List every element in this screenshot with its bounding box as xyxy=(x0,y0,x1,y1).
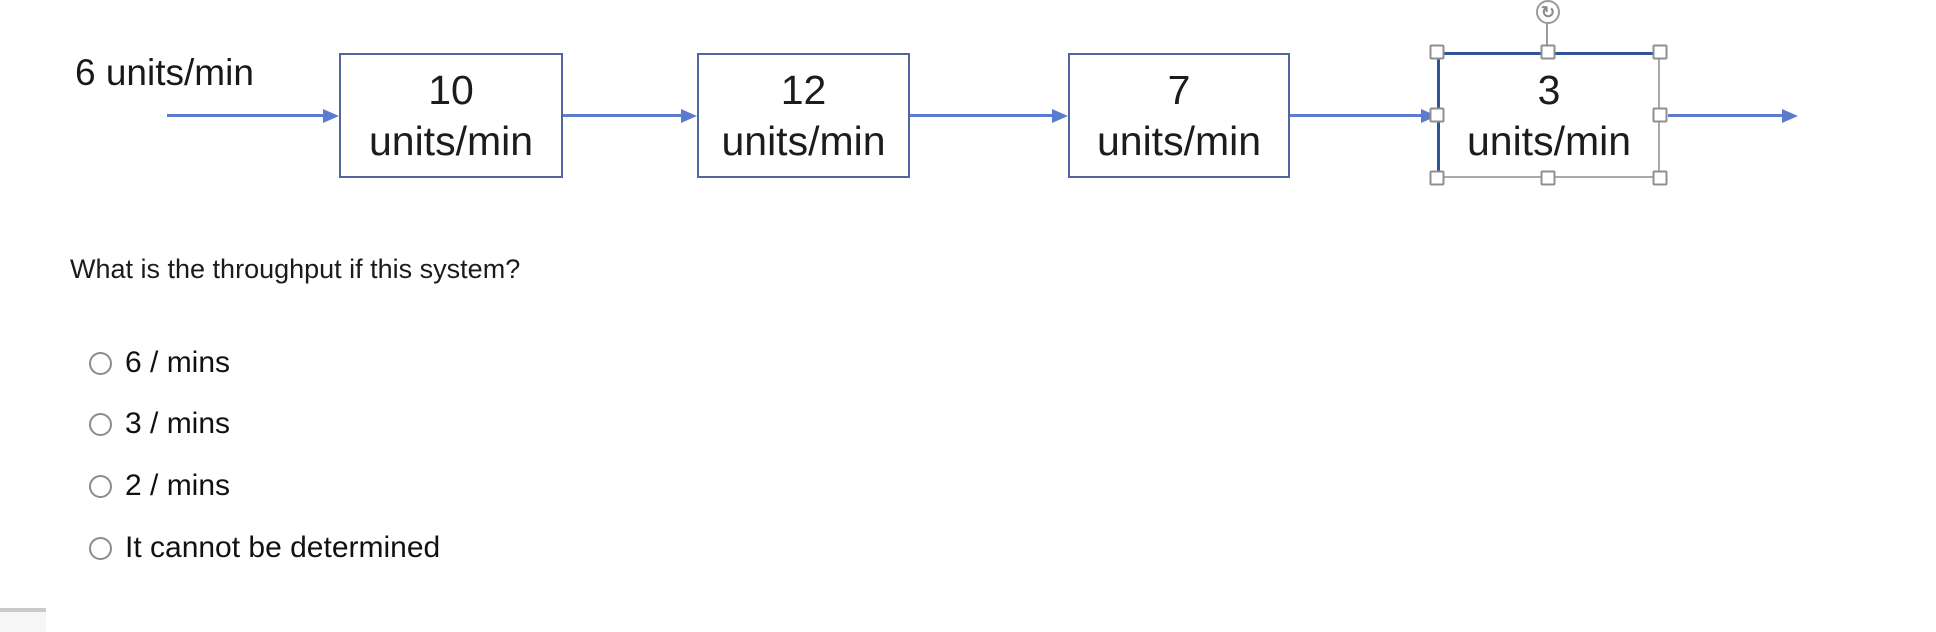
input-rate-label: 6 units/min xyxy=(75,52,254,93)
resize-handle-top-right[interactable] xyxy=(1652,44,1668,60)
station-rate: 7 xyxy=(1167,66,1191,113)
radio-button[interactable] xyxy=(89,412,112,436)
resize-handle-top-middle[interactable] xyxy=(1540,44,1556,60)
option-label: 3 / mins xyxy=(125,407,231,440)
bottom-left-partial-panel xyxy=(0,608,46,632)
resize-handle-bottom-middle[interactable] xyxy=(1540,170,1556,186)
answer-option-2-per-min[interactable]: 2 / mins xyxy=(89,469,230,503)
station-rate: 3 xyxy=(1537,66,1561,113)
station-unit: units/min xyxy=(1096,117,1262,164)
resize-handle-bottom-left[interactable] xyxy=(1429,170,1445,186)
resize-handle-bottom-right[interactable] xyxy=(1652,170,1668,186)
rotate-handle-stem xyxy=(1546,23,1548,45)
rotate-handle-icon[interactable]: ↻ xyxy=(1536,0,1560,24)
resize-handle-middle-right[interactable] xyxy=(1652,107,1668,123)
resize-handle-top-left[interactable] xyxy=(1429,44,1445,60)
resize-handle-middle-left[interactable] xyxy=(1429,107,1445,123)
station-box-3[interactable]: 7 units/min xyxy=(1068,53,1290,178)
station-box-1[interactable]: 10 units/min xyxy=(339,53,563,178)
answer-option-cannot-be-determined[interactable]: It cannot be determined xyxy=(89,531,440,565)
station-box-2[interactable]: 12 units/min xyxy=(697,53,910,178)
station-rate: 10 xyxy=(428,66,474,113)
station-rate: 12 xyxy=(780,66,827,113)
flow-arrow-2 xyxy=(910,114,1052,117)
station-unit: units/min xyxy=(1466,117,1632,164)
answer-option-3-per-min[interactable]: 3 / mins xyxy=(89,407,230,441)
option-label: It cannot be determined xyxy=(125,531,441,564)
radio-button[interactable] xyxy=(89,536,112,560)
station-unit: units/min xyxy=(368,117,534,164)
flow-diagram: 6 units/min 10 units/min 12 units/min 7 … xyxy=(0,0,1936,210)
radio-button[interactable] xyxy=(89,351,112,375)
flow-arrow-input xyxy=(167,114,323,117)
flow-arrow-3 xyxy=(1290,114,1421,117)
radio-button[interactable] xyxy=(89,474,112,498)
station-unit: units/min xyxy=(721,117,886,164)
question-text: What is the throughput if this system? xyxy=(70,254,521,284)
option-label: 2 / mins xyxy=(125,469,231,502)
option-label: 6 / mins xyxy=(125,346,231,379)
flow-arrow-output xyxy=(1668,114,1782,117)
flow-arrow-1 xyxy=(563,114,681,117)
station-box-4-selected[interactable]: 3 units/min xyxy=(1437,52,1660,178)
answer-option-6-per-min[interactable]: 6 / mins xyxy=(89,346,230,380)
